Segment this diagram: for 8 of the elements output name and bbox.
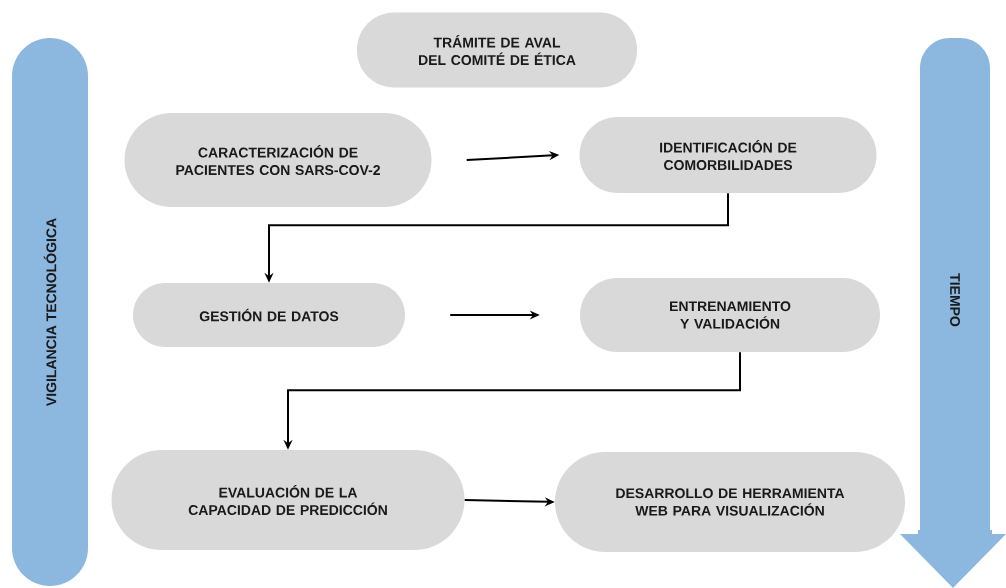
- process-box: CARACTERIZACIÓN DE PACIENTES CON SARS-COV-2: [124, 113, 432, 207]
- process-box: DESARROLLO DE HERRAMIENTA WEB PARA VISUALIZACIÓN: [555, 452, 905, 552]
- process-box: TRÁMITE DE AVAL DEL COMITÉ DE ÉTICA: [357, 12, 637, 88]
- vertical-band: VIGILANCIA TECNOLÓGICA: [12, 38, 88, 586]
- process-box: GESTIÓN DE DATOS: [133, 283, 405, 347]
- process-box: EVALUACIÓN DE LA CAPACIDAD DE PREDICCIÓN: [111, 450, 465, 550]
- process-box: IDENTIFICACIÓN DE COMORBILIDADES: [579, 117, 877, 193]
- process-box: ENTRENAMIENTO Y VALIDACIÓN: [580, 278, 880, 352]
